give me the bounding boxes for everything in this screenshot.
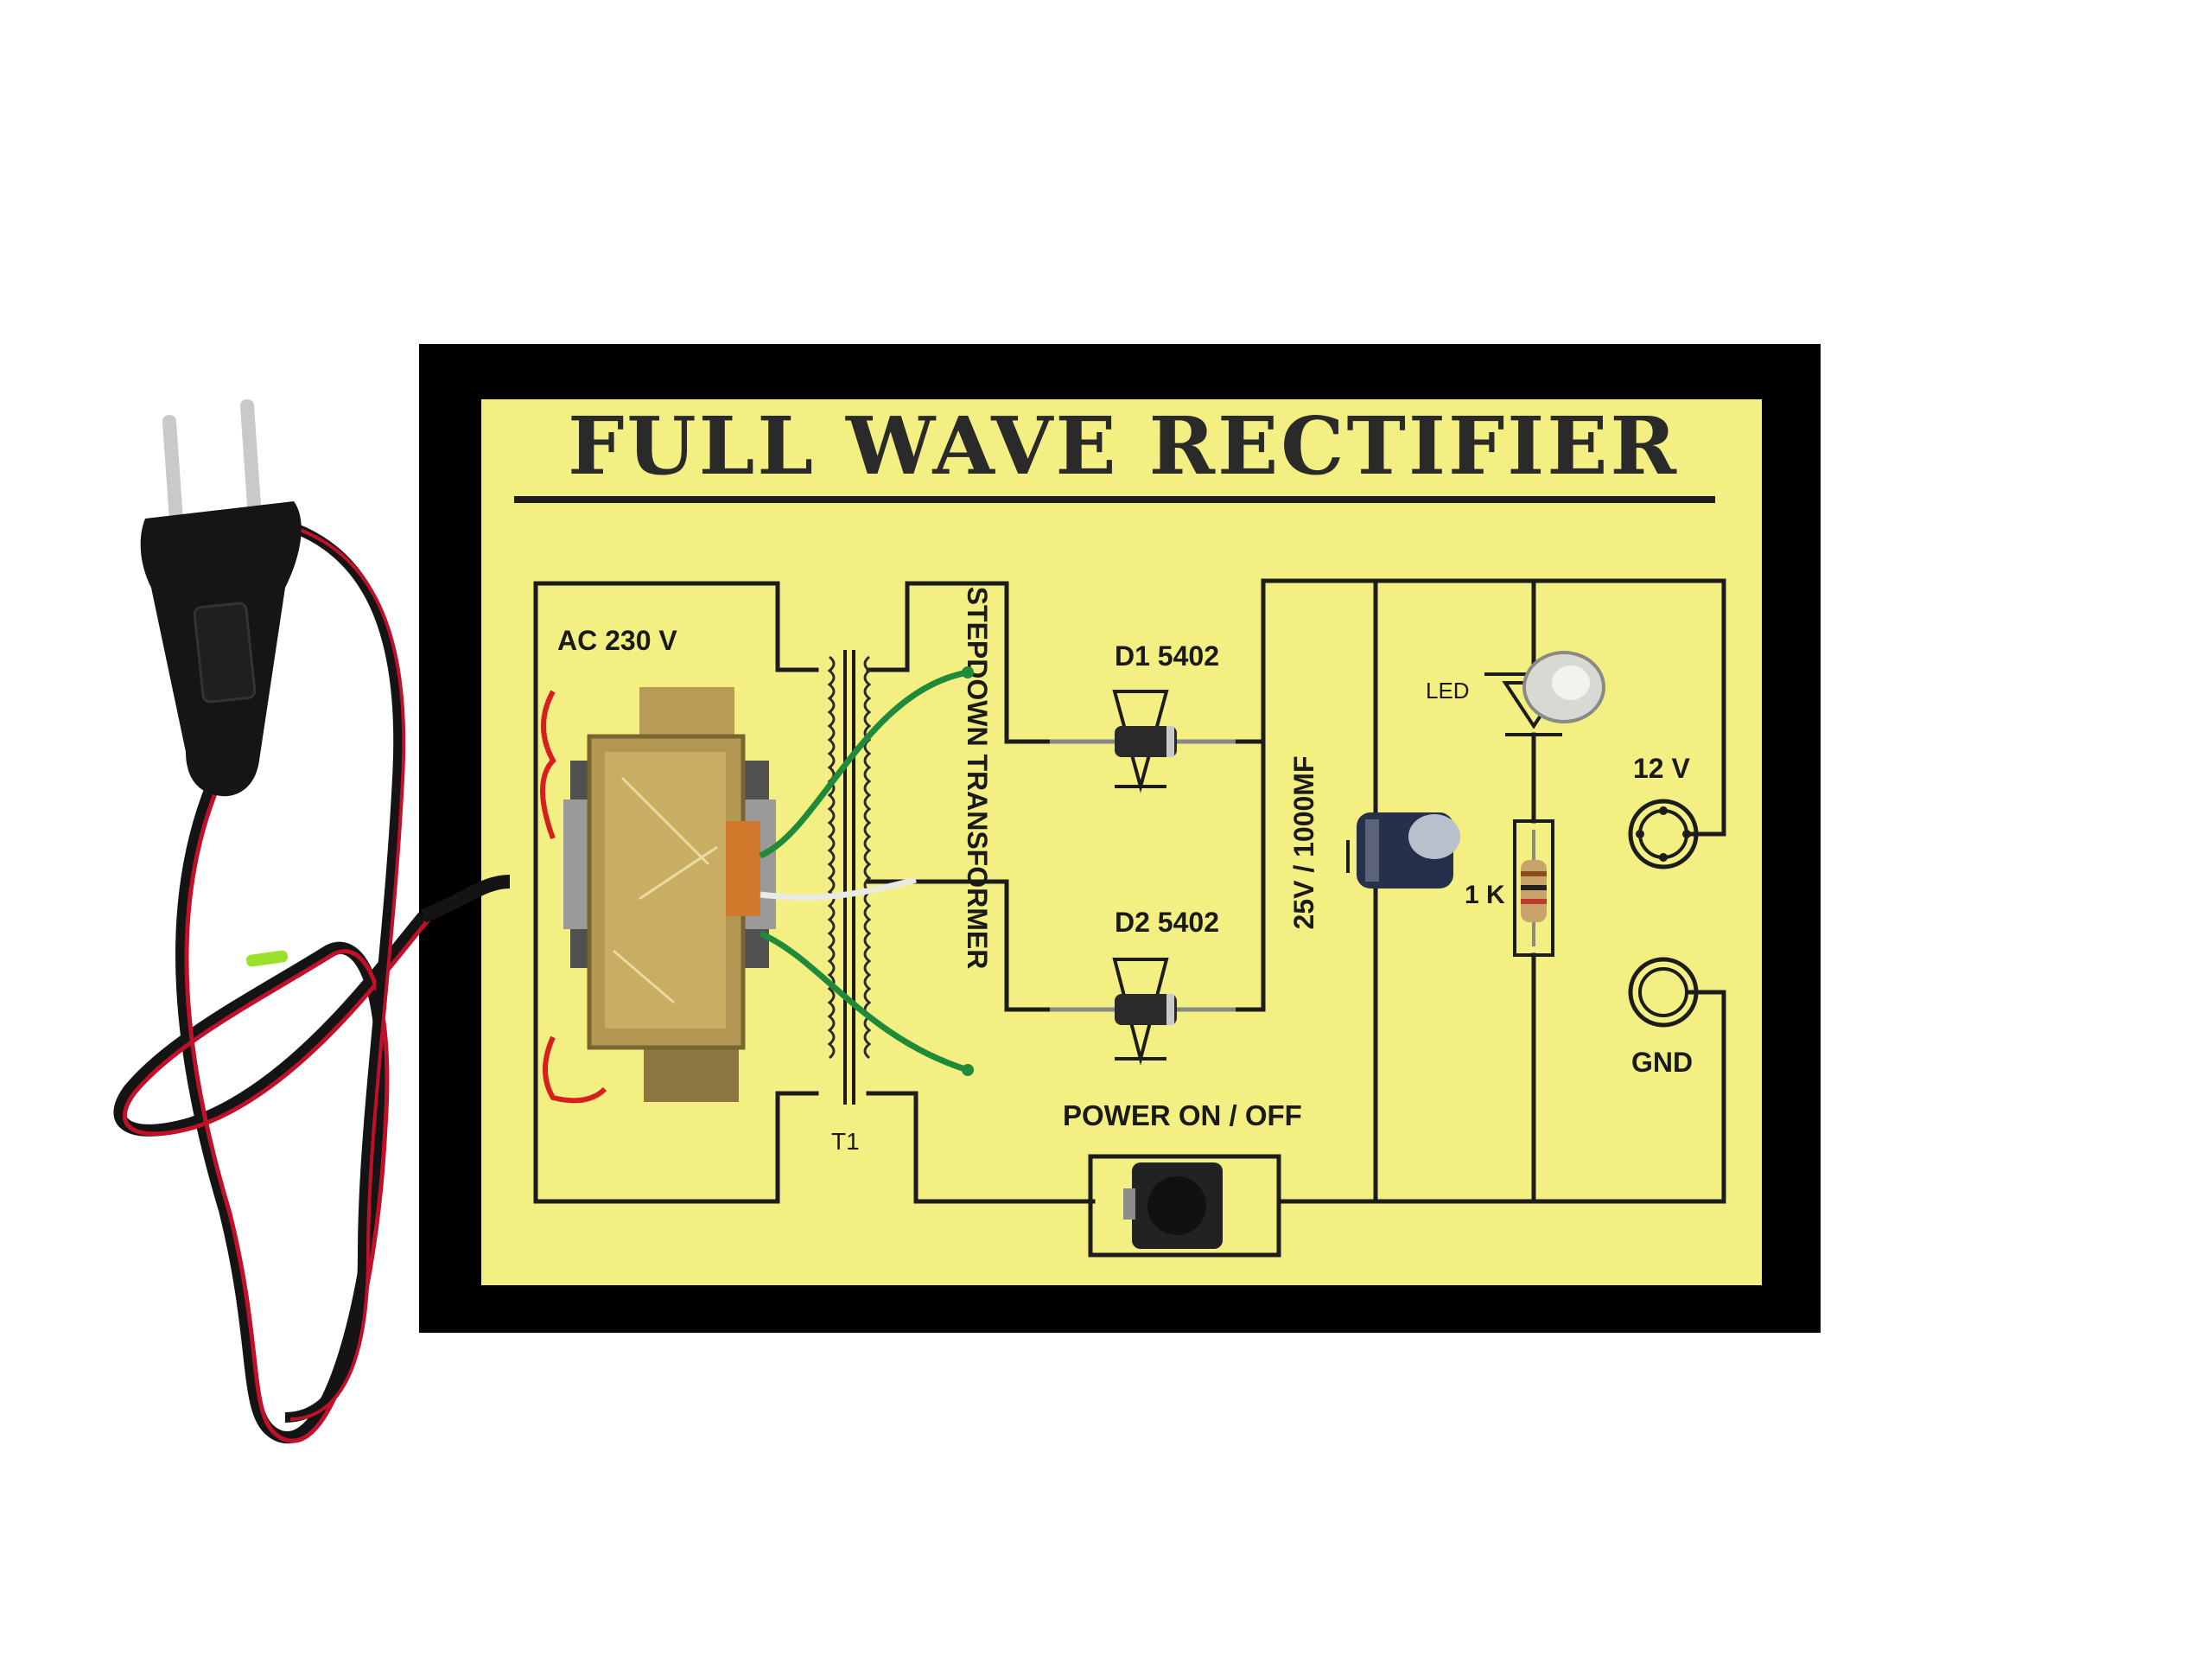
terminal-socket-icon[interactable] xyxy=(1628,799,1699,869)
transformer-secondary-wires xyxy=(759,666,974,1076)
switch-outline xyxy=(1088,1154,1281,1258)
two-pin-mains-plug-icon xyxy=(140,399,302,797)
ac-input-label: AC 230 V xyxy=(557,625,677,656)
capacitor-label: 25V / 1000MF xyxy=(1288,756,1319,930)
diode-symbol-icon xyxy=(1050,958,1236,1066)
transformer-symbol xyxy=(827,650,872,1105)
transformer-body xyxy=(540,687,776,1104)
led-label: LED xyxy=(1426,678,1470,704)
resistor-label: 1 K xyxy=(1465,881,1505,909)
transformer-ref-label: T1 xyxy=(831,1128,860,1155)
output-ground-label: GND xyxy=(1631,1047,1693,1078)
board-title: FULL WAVE RECTIFIER xyxy=(568,399,1679,493)
diode2-label: D2 5402 xyxy=(1115,907,1219,938)
power-switch-label: POWER ON / OFF xyxy=(1063,1099,1302,1131)
led-icon xyxy=(1484,651,1605,736)
output-positive-label: 12 V xyxy=(1633,753,1690,784)
terminal-socket-icon[interactable] xyxy=(1628,957,1699,1028)
red-black-power-cable xyxy=(113,513,511,1443)
electrolytic-capacitor-icon xyxy=(1346,812,1460,889)
push-button-switch-icon[interactable] xyxy=(1123,1162,1223,1249)
diode1-label: D1 5402 xyxy=(1115,640,1219,672)
circuit-wiring xyxy=(533,578,1726,1258)
transformer-label: STEPDOWN TRANSFORMER xyxy=(962,587,993,970)
resistor-icon xyxy=(1513,819,1554,957)
diode-symbol-icon xyxy=(1050,690,1236,793)
